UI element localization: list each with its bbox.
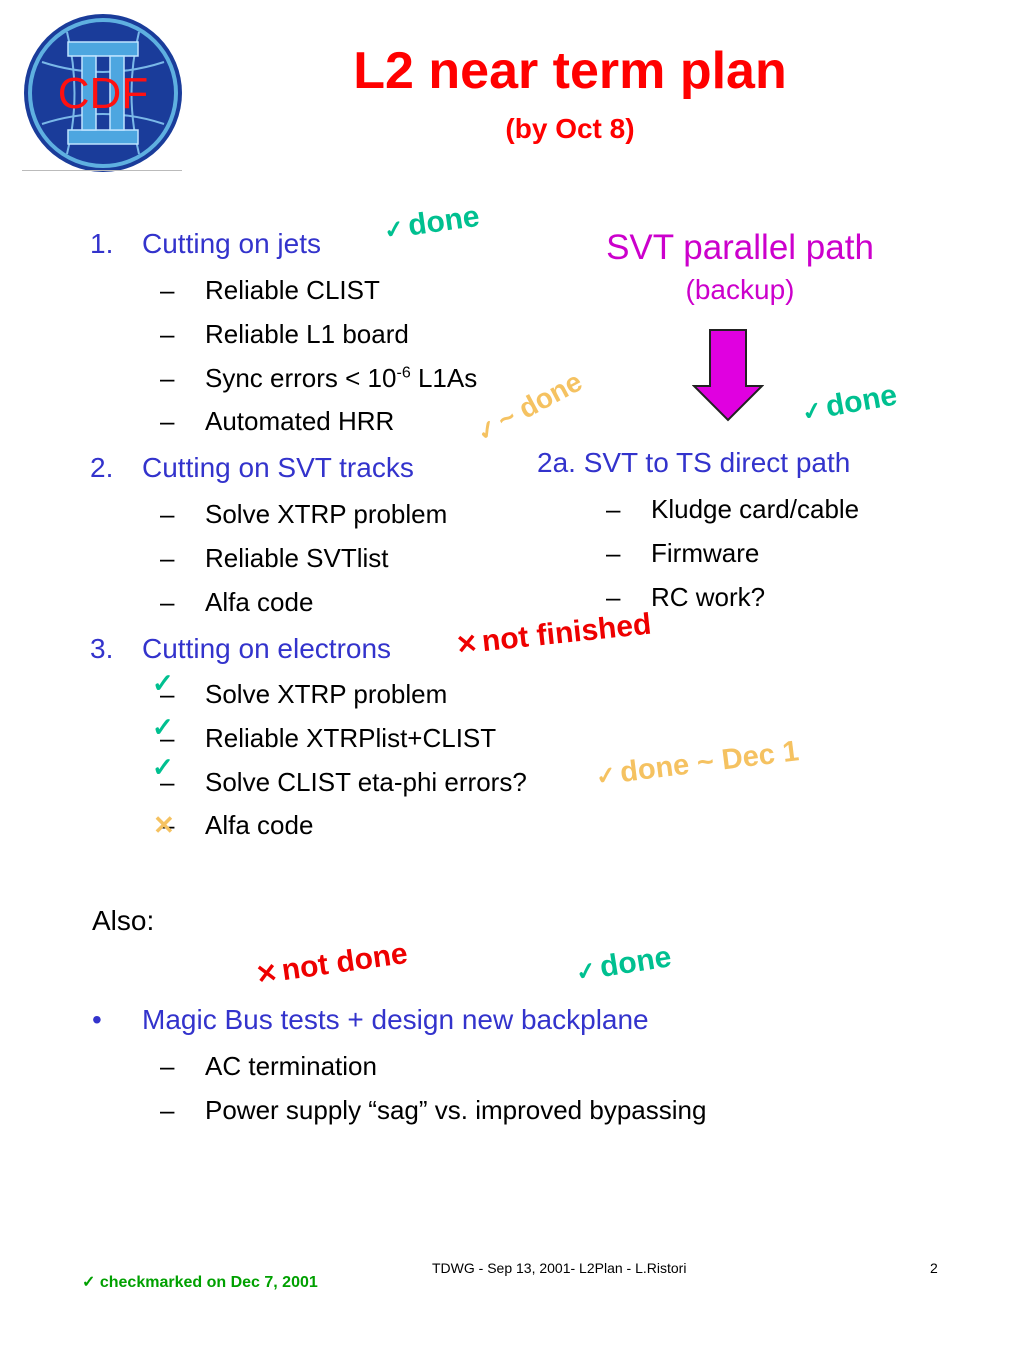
dash-bullet: –: [160, 275, 175, 305]
checkmark-note: ✓ checkmarked on Dec 7, 2001: [82, 1274, 318, 1291]
list-item: Reliable SVTlist: [205, 543, 389, 573]
svt-heading: SVT parallel path: [606, 228, 874, 267]
logo-text: CDF: [58, 69, 148, 118]
list-item: Automated HRR: [205, 406, 395, 436]
page-number: 2: [930, 1260, 938, 1276]
cross-icon: ✕: [153, 810, 175, 840]
list-number-2: 2.: [90, 452, 114, 483]
list-heading-svt-tracks: Cutting on SVT tracks: [142, 452, 414, 483]
list-heading-jets: Cutting on jets: [142, 228, 321, 259]
list-item: Solve CLIST eta-phi errors?: [205, 767, 527, 797]
check-icon: ✓: [152, 712, 174, 742]
list-item: Alfa code: [205, 587, 314, 617]
dash-bullet: –: [606, 538, 621, 568]
dash-bullet: –: [160, 587, 175, 617]
check-icon: ✓: [594, 761, 618, 791]
annotation-electrons-not-finished: ✕ not finished: [454, 607, 653, 660]
sync-exponent: -6: [396, 364, 411, 382]
list-item: AC termination: [205, 1051, 377, 1081]
list-item: Firmware: [651, 538, 760, 568]
check-icon: ✓: [799, 396, 825, 427]
page-title: L2 near term plan: [353, 42, 787, 100]
annotation-svt-tracks-approx-done: ✓ ~ done: [472, 365, 588, 448]
check-icon: ✓: [152, 752, 174, 782]
svt-subheading: (backup): [685, 274, 795, 305]
annotation-magic-bus-not-done: ✕ not done: [253, 936, 410, 990]
dash-bullet: –: [160, 810, 175, 840]
annotation-clist-done-dec: ✓ done ~ Dec 1: [594, 735, 801, 791]
list-item: Power supply “sag” vs. improved bypassin…: [205, 1095, 707, 1125]
dash-bullet: –: [160, 767, 175, 797]
annotation-svt-done: ✓ done: [799, 378, 900, 427]
check-icon: ✓: [382, 215, 407, 245]
list-item: Solve XTRP problem: [205, 499, 448, 529]
cross-icon: ✕: [253, 957, 280, 990]
annotation-backplane-done: ✓ done: [574, 940, 674, 987]
svt-direct-path-heading: 2a. SVT to TS direct path: [537, 447, 851, 478]
list-heading-electrons: Cutting on electrons: [142, 633, 392, 664]
cross-icon: ✕: [454, 627, 480, 660]
dash-bullet: –: [160, 1051, 175, 1081]
dash-bullet: –: [160, 363, 175, 393]
dash-bullet: –: [160, 499, 175, 529]
check-icon: ✓: [574, 957, 599, 987]
list-number-1: 1.: [90, 228, 114, 259]
dash-bullet: –: [606, 494, 621, 524]
footer-text: TDWG - Sep 13, 2001- L2Plan - L.Ristori: [432, 1260, 687, 1276]
list-heading-magic-bus: Magic Bus tests + design new backplane: [142, 1004, 649, 1035]
list-item-sync-errors: Sync errors < 10-6 L1As: [205, 363, 477, 394]
also-label: Also:: [92, 905, 155, 936]
list-item: Alfa code: [205, 810, 314, 840]
list-item: Kludge card/cable: [651, 494, 860, 524]
check-icon: ✓: [152, 668, 174, 698]
sync-tail: L1As: [410, 363, 478, 393]
logo-divider: [22, 170, 182, 171]
list-item: Reliable CLIST: [205, 275, 380, 305]
dash-bullet: –: [160, 543, 175, 573]
dash-bullet: –: [160, 723, 175, 753]
down-arrow-icon: [692, 329, 764, 422]
dash-bullet: –: [160, 319, 175, 349]
dash-bullet: –: [160, 406, 175, 436]
list-item: Reliable XTRPlist+CLIST: [205, 723, 497, 753]
dash-bullet: –: [160, 1095, 175, 1125]
cdf-logo: CDF: [24, 14, 182, 172]
dash-bullet: –: [160, 679, 175, 709]
list-item: RC work?: [651, 582, 766, 612]
list-item: Solve XTRP problem: [205, 679, 448, 709]
annotation-jets-done: ✓ done: [382, 199, 482, 245]
list-item: Reliable L1 board: [205, 319, 409, 349]
sync-text: Sync errors < 10: [205, 363, 397, 393]
dash-bullet: –: [606, 582, 621, 612]
bullet-dot: •: [92, 1004, 102, 1035]
page-subtitle: (by Oct 8): [505, 113, 635, 144]
list-number-3: 3.: [90, 633, 114, 664]
